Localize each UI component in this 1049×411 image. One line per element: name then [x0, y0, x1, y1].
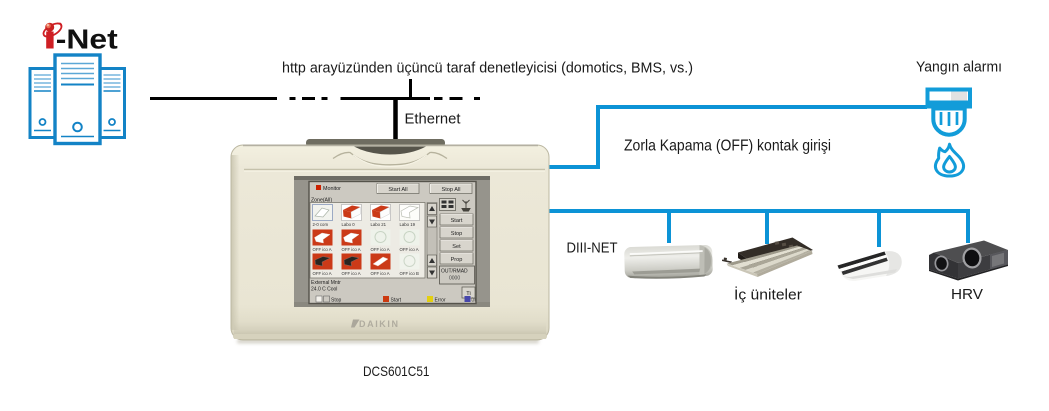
svg-text:DCS601C51: DCS601C51 [363, 363, 430, 379]
svg-text:External Mntr: External Mntr [311, 280, 341, 286]
svg-text:OFF ico A: OFF ico A [342, 271, 361, 276]
svg-text:OFF ico A: OFF ico A [313, 247, 332, 252]
svg-text:Ti: Ti [466, 291, 470, 297]
svg-text:Set: Set [452, 244, 461, 250]
svg-text:Labo 19: Labo 19 [400, 222, 416, 227]
svg-text:OFF ico B: OFF ico B [400, 271, 419, 276]
svg-text:Zorla Kapama (OFF) kontak giri: Zorla Kapama (OFF) kontak girişi [624, 138, 831, 155]
svg-text:OFF ico A: OFF ico A [400, 247, 419, 252]
svg-text:Yangın alarmı: Yangın alarmı [916, 59, 1002, 76]
svg-text:OUT/RMAD: OUT/RMAD [441, 269, 468, 275]
svg-text:Start: Start [451, 218, 463, 224]
svg-text:OFF ico A: OFF ico A [371, 247, 390, 252]
svg-text:Labo 21: Labo 21 [371, 222, 387, 227]
svg-text:DAIKIN: DAIKIN [359, 319, 400, 329]
svg-text:Start: Start [391, 298, 402, 304]
svg-text:Prop: Prop [451, 257, 463, 263]
svg-text:0000: 0000 [449, 276, 460, 282]
svg-text:-Net: -Net [56, 23, 118, 54]
svg-text:http arayüzünden üçüncü taraf: http arayüzünden üçüncü taraf denetleyic… [282, 60, 693, 77]
svg-text:Stop: Stop [451, 231, 463, 237]
svg-text:Stop: Stop [331, 298, 342, 304]
svg-text:OFF ico A: OFF ico A [313, 271, 332, 276]
svg-text:Ethernet: Ethernet [405, 111, 462, 128]
svg-text:OFF ico A: OFF ico A [371, 271, 390, 276]
svg-text:Com: Com [472, 298, 477, 304]
svg-text:DIII-NET: DIII-NET [567, 240, 618, 257]
svg-text:İç üniteler: İç üniteler [734, 286, 802, 304]
svg-text:Zone(All): Zone(All) [311, 198, 332, 204]
svg-text:Error: Error [435, 298, 446, 304]
svg-text:Stop All: Stop All [442, 187, 461, 193]
svg-text:HRV: HRV [951, 286, 983, 303]
svg-text:Start All: Start All [388, 187, 407, 193]
svg-text:Labo 0: Labo 0 [342, 222, 356, 227]
svg-text:2-0 com: 2-0 com [313, 222, 329, 227]
svg-text:24.0 C Cool: 24.0 C Cool [311, 287, 337, 293]
svg-text:OFF ico A: OFF ico A [342, 247, 361, 252]
svg-text:Monitor: Monitor [323, 186, 341, 192]
